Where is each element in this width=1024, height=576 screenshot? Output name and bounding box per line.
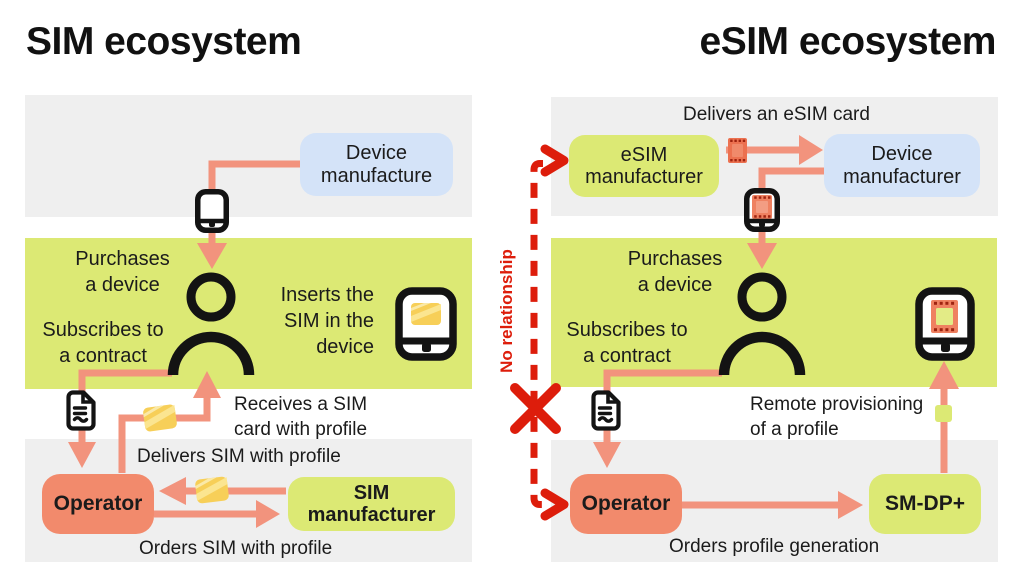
user-icon-left — [167, 272, 255, 376]
no-relationship-line — [510, 144, 569, 521]
phone-with-esim-icon — [744, 188, 780, 232]
esim-manufacturer-box: eSIM manufacturer — [569, 135, 719, 197]
delivers-esim-label: Delivers an eSIM card — [683, 104, 870, 125]
inserts-sim-label: Inserts the SIM in the device — [280, 284, 374, 358]
esim-ecosystem-title: eSIM ecosystem — [699, 20, 997, 63]
operator-box-right: Operator — [570, 474, 682, 534]
sim-card-icon-receives — [143, 404, 177, 432]
tablet-with-sim-icon — [395, 287, 457, 361]
subscribes-contract-label-right: Subscribes to a contract — [566, 319, 688, 367]
operator-box-left: Operator — [42, 474, 154, 534]
no-relationship-arrow-bottom — [540, 488, 569, 521]
arrow-operator-to-smdp — [682, 491, 863, 519]
esim-profile-icon — [935, 405, 952, 422]
smdp-box: SM-DP+ — [869, 474, 981, 534]
device-manufacturer-box-left: Device manufacture — [300, 133, 453, 196]
sim-card-icon-delivers — [195, 476, 229, 504]
esim-chip-icon — [728, 138, 747, 163]
no-relationship-x-icon — [510, 383, 561, 434]
orders-profile-label: Orders profile generation — [669, 536, 880, 557]
arrow-smdp-to-device-provisioning — [929, 361, 959, 473]
user-icon-right — [718, 272, 806, 376]
purchases-device-label-left: Purchases a device — [75, 248, 170, 296]
orders-sim-label: Orders SIM with profile — [139, 538, 333, 559]
tablet-with-esim-icon — [915, 287, 975, 361]
phone-icon-left — [195, 189, 229, 233]
arrow-operator-to-sim-manufacturer — [154, 500, 280, 528]
receives-sim-label: Receives a SIM card with profile — [234, 394, 368, 440]
sim-ecosystem-title: SIM ecosystem — [26, 20, 302, 63]
device-manufacturer-box-right: Device manufacturer — [824, 134, 980, 197]
remote-provisioning-label: Remote provisioning of a profile — [750, 394, 924, 440]
contract-icon-right — [591, 390, 621, 431]
delivers-sim-label: Delivers SIM with profile — [137, 446, 341, 467]
subscribes-contract-label-left: Subscribes to a contract — [42, 319, 164, 367]
no-relationship-arrow-top — [540, 144, 569, 177]
purchases-device-label-right: Purchases a device — [627, 248, 723, 296]
sim-manufacturer-box: SIM manufacturer — [288, 477, 455, 531]
no-relationship-label: No relationship — [497, 249, 516, 373]
contract-icon-left — [66, 390, 96, 431]
